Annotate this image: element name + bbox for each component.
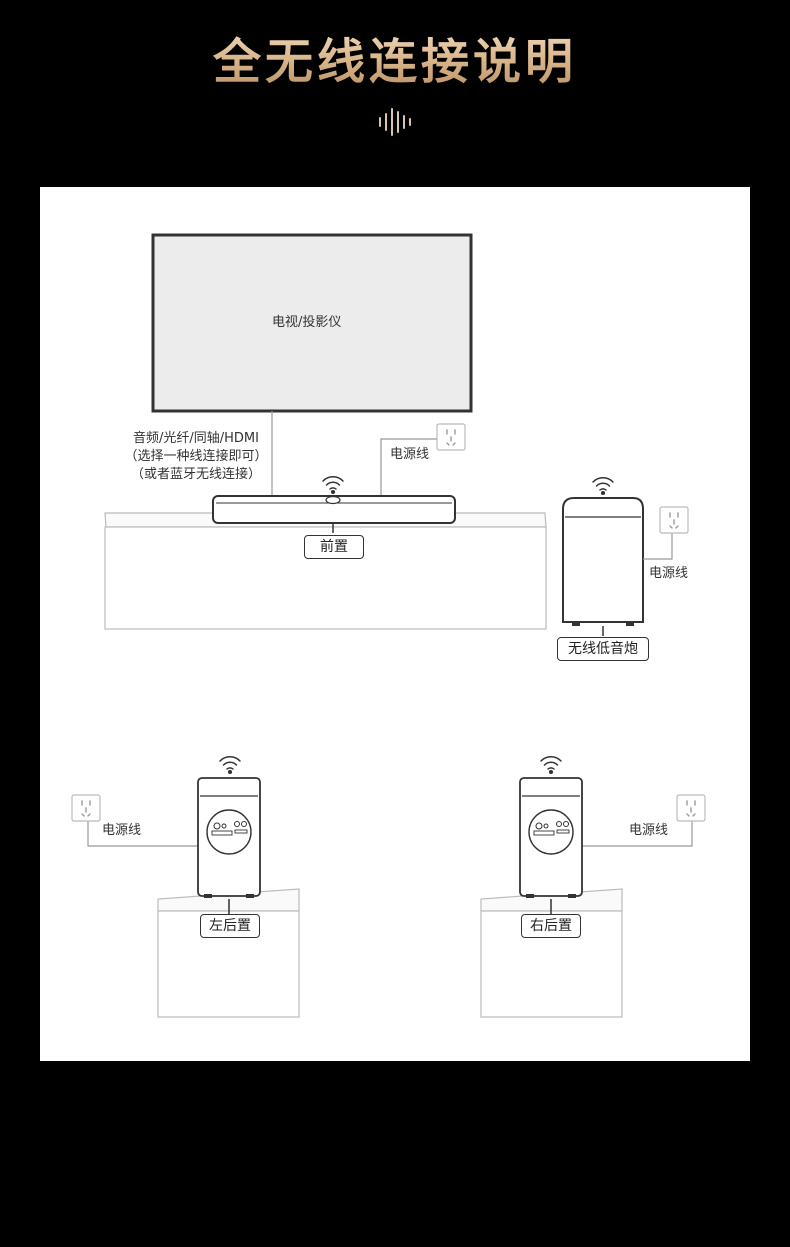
power-cord-label: 电源线: [649, 566, 689, 581]
subwoofer: [562, 497, 673, 636]
tv-screen: [151, 233, 473, 495]
subwoofer-label: 无线低音炮: [557, 637, 649, 661]
sound-wave-icon: [379, 108, 411, 136]
power-outlet-icon: [659, 506, 689, 534]
power-outlet-icon: [676, 794, 706, 822]
power-cord-label: 电源线: [102, 823, 142, 838]
rear-left-speaker: [197, 777, 261, 899]
rear-left-label: 左后置: [200, 914, 260, 938]
connection-diagram: 电视/投影仪 音频/光纤/同轴/HDMI （选择一种线连接即可） （或者蓝牙无线…: [40, 187, 750, 1061]
wireless-icon: [540, 756, 562, 775]
rear-right-label: 右后置: [521, 914, 581, 938]
page-title: 全无线连接说明: [0, 22, 790, 92]
front-label: 前置: [304, 535, 364, 559]
wireless-icon: [592, 477, 614, 496]
power-cord-label: 电源线: [629, 823, 669, 838]
rear-right-speaker: [519, 777, 583, 899]
power-outlet-icon: [436, 423, 466, 451]
wireless-icon: [219, 756, 241, 775]
power-outlet-icon: [71, 794, 101, 822]
wireless-icon: [322, 476, 344, 495]
power-cord-label: 电源线: [390, 447, 430, 462]
front-soundbar: [212, 495, 456, 533]
connection-note: 音频/光纤/同轴/HDMI （选择一种线连接即可） （或者蓝牙无线连接）: [124, 431, 268, 482]
tv-label: 电视/投影仪: [272, 315, 342, 330]
